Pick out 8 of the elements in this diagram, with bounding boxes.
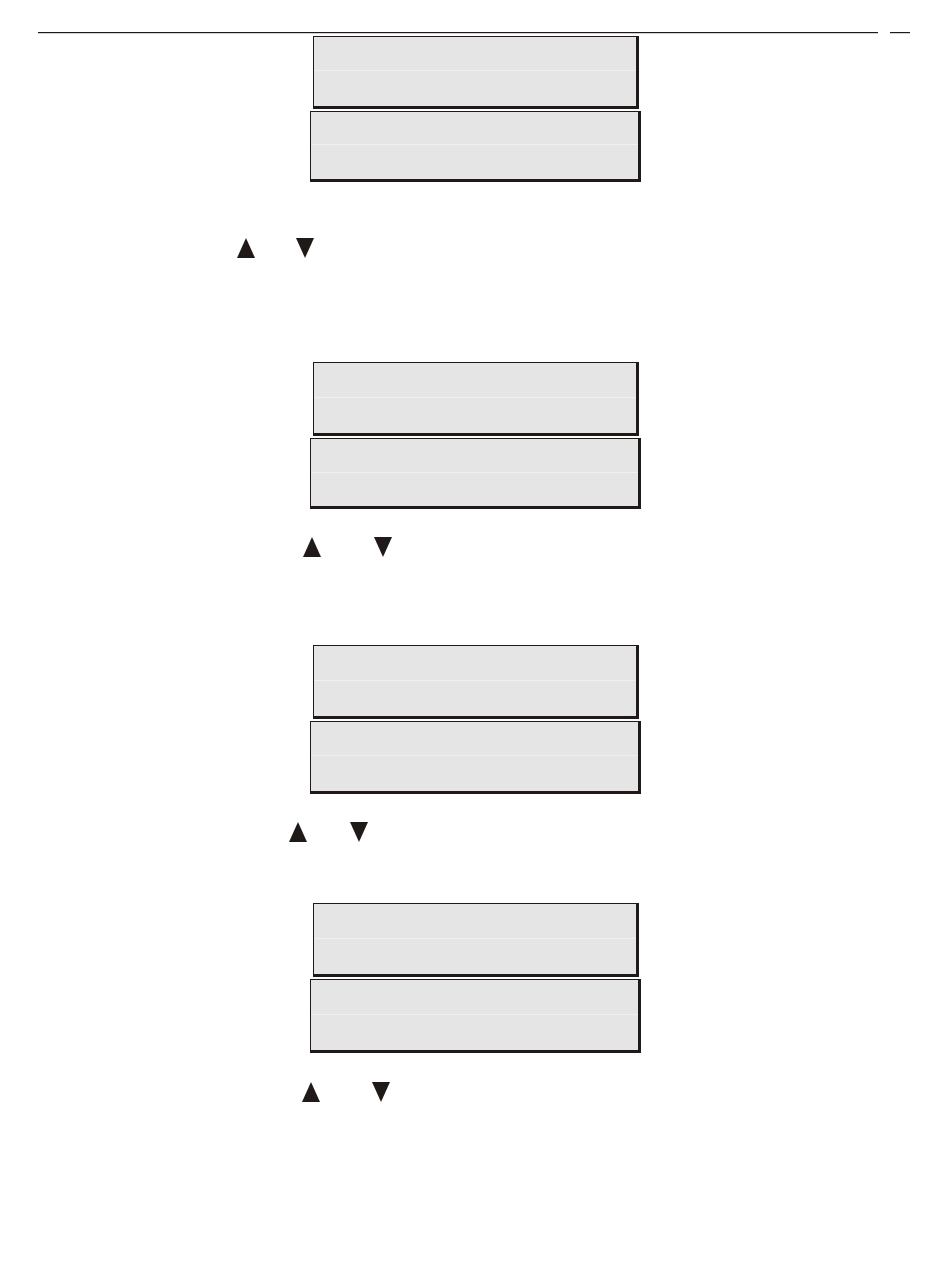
display-screen xyxy=(313,362,639,436)
display-screen xyxy=(310,111,641,182)
display-screen xyxy=(310,438,641,509)
display-screen xyxy=(310,721,641,794)
display-screen xyxy=(313,645,639,719)
display-screen xyxy=(313,903,639,977)
display-screen xyxy=(310,979,641,1053)
display-screen xyxy=(313,36,639,109)
